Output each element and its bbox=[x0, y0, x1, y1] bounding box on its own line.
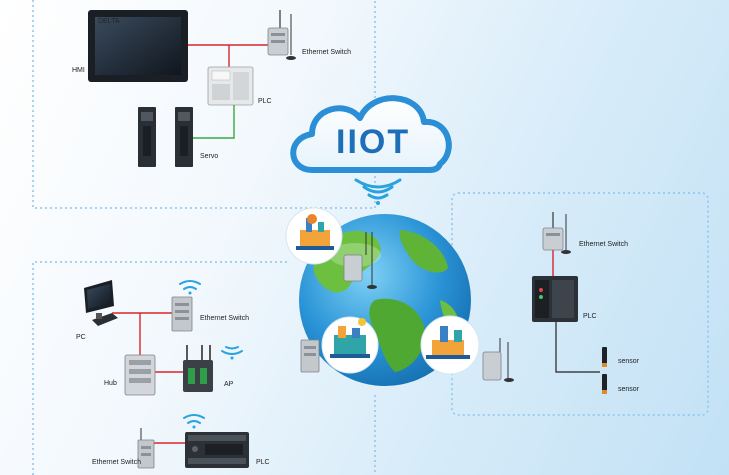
plc-device bbox=[185, 432, 249, 468]
cloud-label: IIOT bbox=[336, 123, 410, 161]
servo-drive-2 bbox=[175, 107, 193, 167]
sensor-device bbox=[602, 347, 607, 367]
svg-text:DELTA: DELTA bbox=[98, 18, 120, 25]
sensor2-label: sensor bbox=[618, 386, 640, 393]
hmi-device: DELTA bbox=[88, 10, 188, 82]
right-switch-label: Ethernet Switch bbox=[579, 241, 628, 248]
wifi-icon bbox=[354, 178, 402, 205]
io-line bbox=[190, 105, 235, 139]
iot-gateway-device bbox=[482, 338, 514, 382]
access-point-device bbox=[183, 345, 213, 392]
plc-device bbox=[532, 276, 578, 322]
factory-icon bbox=[321, 316, 379, 374]
right-plc-label: PLC bbox=[583, 313, 597, 320]
ethernet-switch-device bbox=[267, 10, 296, 60]
bottom-plc-label: PLC bbox=[256, 459, 270, 466]
ethernet-switch-device bbox=[137, 428, 155, 469]
servo-label: Servo bbox=[200, 153, 218, 160]
ap-label: AP bbox=[224, 381, 234, 388]
ethernet-switch-device bbox=[300, 339, 320, 373]
ethernet-switch-device bbox=[542, 212, 571, 254]
hub-label: Hub bbox=[104, 380, 117, 387]
top-left-panel-border bbox=[32, 0, 376, 209]
iiot-cloud bbox=[290, 95, 452, 173]
sensor1-label: sensor bbox=[618, 358, 640, 365]
ethernet-line bbox=[188, 44, 270, 67]
bottom-switch-label: Ethernet Switch bbox=[92, 459, 141, 466]
factory-icon bbox=[285, 207, 343, 265]
wifi-icon bbox=[183, 414, 205, 429]
hub-device bbox=[124, 354, 156, 396]
sensor-device bbox=[602, 374, 607, 394]
pc-device bbox=[84, 280, 118, 326]
pc-label: PC bbox=[76, 334, 86, 341]
wifi-icon bbox=[221, 346, 243, 360]
plc-device bbox=[207, 66, 254, 106]
iot-gateway-device bbox=[343, 232, 377, 289]
right-panel-border bbox=[451, 192, 709, 416]
ethernet-switch-device bbox=[171, 296, 193, 332]
servo-drive-1 bbox=[138, 107, 156, 167]
top-switch-label: Ethernet Switch bbox=[302, 49, 351, 56]
factory-icon bbox=[420, 315, 480, 375]
left-panel-border bbox=[32, 261, 376, 475]
sensor-wire bbox=[555, 322, 600, 373]
wifi-icon bbox=[179, 280, 201, 295]
top-plc-label: PLC bbox=[258, 98, 272, 105]
ethernet-line bbox=[112, 312, 185, 444]
hmi-label: HMI bbox=[72, 67, 85, 74]
left-switch-label: Ethernet Switch bbox=[200, 315, 249, 322]
